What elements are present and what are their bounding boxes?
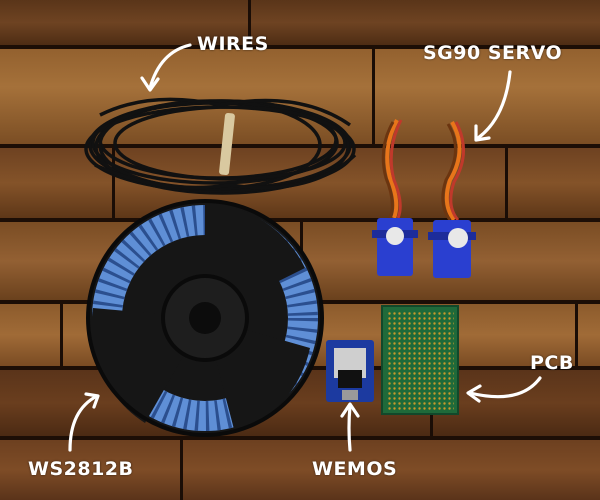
servo-left	[372, 119, 418, 276]
label-wemos: WEMOS	[312, 458, 398, 480]
label-wires: WIRES	[197, 33, 269, 55]
label-ws2812b: WS2812B	[28, 458, 134, 480]
led-strip-reel	[86, 199, 324, 437]
label-sg90-servo: SG90 SERVO	[423, 42, 563, 64]
prototype-pcb	[381, 305, 459, 415]
wires-coil	[84, 97, 357, 195]
label-pcb: PCB	[530, 352, 574, 374]
servo-right	[428, 121, 476, 278]
wemos-board	[326, 340, 374, 402]
